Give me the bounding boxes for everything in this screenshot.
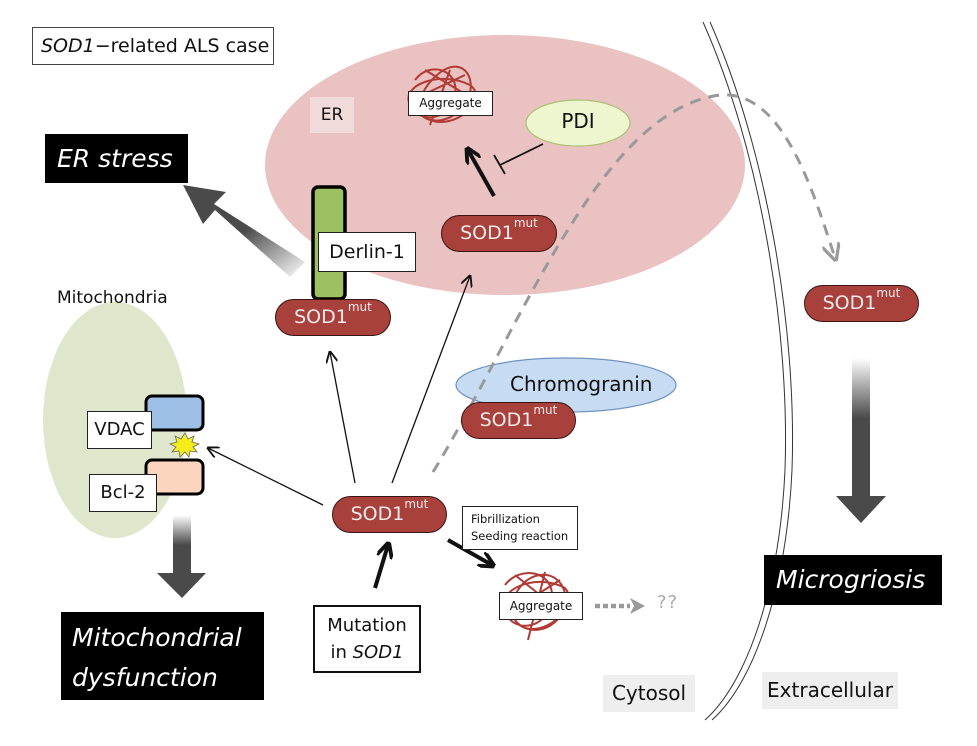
vdac-block	[144, 394, 205, 432]
er-stress-arrow	[183, 185, 305, 277]
er-compartment	[265, 35, 745, 295]
bcl2-label: Bcl-2	[89, 474, 157, 512]
mut-superscript: mut	[404, 497, 429, 511]
er-label: ER	[310, 97, 354, 133]
pdi-inhibition-line	[493, 143, 544, 175]
sod1-mut-er: SOD1mut	[441, 215, 557, 252]
er-stress-outcome: ER stress	[45, 134, 188, 183]
sod1-text: SOD1	[479, 409, 534, 431]
arrow-sod1-to-cytosol-aggregate	[447, 538, 492, 565]
sod1-text: SOD1	[460, 222, 514, 244]
chromogranin-label: Chromogranin	[510, 372, 653, 396]
mutation-line1: Mutation	[327, 615, 407, 636]
microgliosis-arrow	[836, 358, 886, 523]
mito-line1: Mitochondrial	[72, 623, 242, 652]
sod1-text: SOD1	[294, 306, 348, 328]
title-gene: SOD1	[41, 35, 95, 57]
er-aggregate-label: Aggregate	[408, 91, 493, 116]
mito-line2: dysfunction	[72, 663, 218, 692]
arrow-to-derlin-sod1	[330, 352, 356, 484]
secretion-dashed-arrow	[431, 93, 835, 473]
vdac-label: VDAC	[87, 411, 152, 449]
mut-superscript: mut	[347, 300, 372, 314]
mutation-line2: in SOD1	[315, 639, 419, 666]
mitochondria-label: Mitochondria	[57, 288, 168, 308]
pdi-ellipse	[525, 99, 631, 147]
cell-membrane-line-inner	[709, 21, 794, 721]
extracellular-label: Extracellular	[762, 672, 898, 709]
cytosol-label: Cytosol	[603, 675, 695, 712]
sod1-mut-derlin: SOD1mut	[275, 299, 391, 336]
mut-superscript: mut	[513, 216, 538, 230]
mutation-prefix: in	[330, 642, 353, 663]
mut-superscript: mut	[876, 286, 901, 300]
mitochondrial-dysfunction-outcome: Mitochondrial dysfunction	[61, 612, 264, 700]
mutation-box: Mutation in SOD1	[313, 605, 421, 673]
pdi-label: PDI	[561, 109, 595, 133]
microgliosis-outcome: Microgriosis	[764, 555, 942, 605]
mito-dysfunction-arrow	[157, 515, 206, 598]
sod1-text: SOD1	[350, 503, 405, 525]
title-suffix: −related ALS case	[94, 35, 270, 57]
sod1-mut-extracellular: SOD1mut	[804, 285, 919, 322]
seeding-reaction-text: Seeding reaction	[471, 529, 569, 543]
cytosol-aggregate-label: Aggregate	[499, 592, 583, 620]
fibrillization-text: Fibrillization	[471, 512, 540, 526]
figure-title-box: SOD1−related ALS case	[32, 27, 274, 65]
cell-membrane-line-outer	[702, 21, 787, 721]
unknown-dotted-arrow	[595, 598, 645, 614]
mutation-gene: SOD1	[352, 642, 404, 663]
arrow-to-er-sod1	[391, 276, 470, 484]
sod1-mut-central: SOD1mut	[332, 496, 447, 533]
arrow-sod1-to-er-aggregate	[468, 150, 496, 197]
derlin-1-label: Derlin-1	[318, 232, 416, 272]
arrow-to-vdac	[208, 448, 324, 506]
interaction-burst-icon	[168, 432, 201, 458]
unknown-outcome-label: ??	[657, 592, 679, 613]
mut-superscript: mut	[533, 403, 558, 417]
sod1-mut-chromogranin: SOD1mut	[461, 402, 576, 439]
arrow-mutation-to-sod1	[373, 545, 388, 589]
sod1-text: SOD1	[822, 292, 877, 314]
fibrillization-box: Fibrillization Seeding reaction	[462, 506, 578, 550]
